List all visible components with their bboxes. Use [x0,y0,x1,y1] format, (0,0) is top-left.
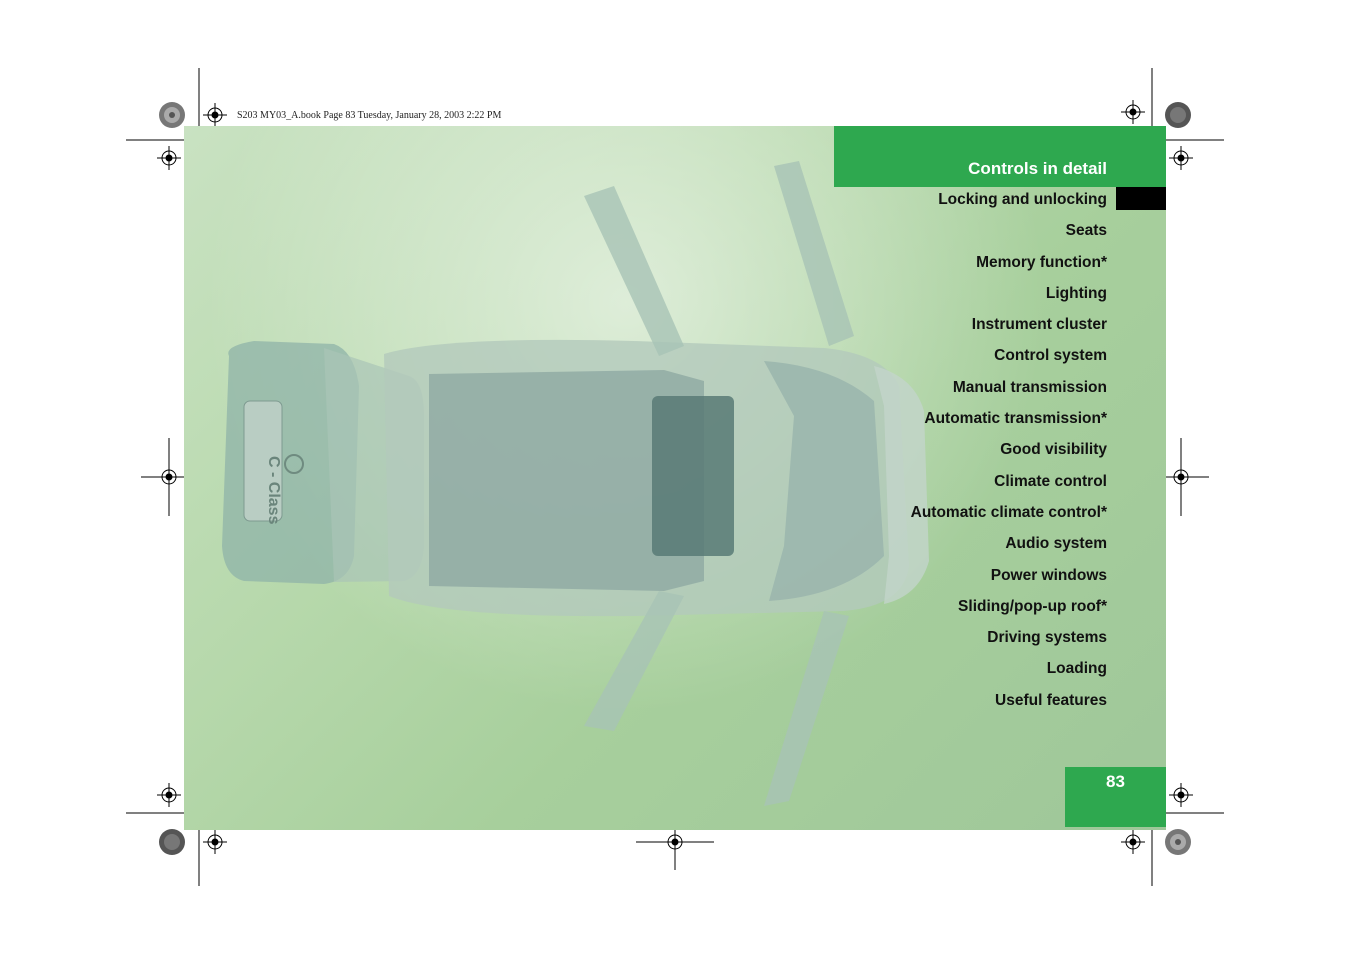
section-title: Controls in detail [968,159,1107,178]
toc-item-audio-system[interactable]: Audio system [1005,535,1107,553]
toc-item-good-visibility[interactable]: Good visibility [1000,441,1107,459]
toc-item-memory-function[interactable]: Memory function* [976,253,1107,271]
toc-item-automatic-climate-control[interactable]: Automatic climate control* [910,503,1107,521]
toc-item-seats[interactable]: Seats [1065,222,1107,240]
car-top-view-photo: C - Class [184,126,1166,830]
toc-item-driving-systems[interactable]: Driving systems [987,629,1107,647]
mercedes-star-icon [284,454,304,474]
toc-item-automatic-transmission[interactable]: Automatic transmission* [924,410,1107,428]
section-header: Controls in detail [834,126,1166,187]
print-slug: S203 MY03_A.book Page 83 Tuesday, Januar… [237,110,502,121]
chapter-marker [1116,187,1166,210]
toc-item-power-windows[interactable]: Power windows [990,566,1107,584]
page-number-box: 83 [1065,767,1166,827]
toc-item-manual-transmission[interactable]: Manual transmission [952,378,1107,396]
toc-item-useful-features[interactable]: Useful features [995,691,1107,709]
toc-item-lighting[interactable]: Lighting [1045,284,1107,302]
badge-text: C - Class [265,456,282,525]
page-number: 83 [1106,772,1125,791]
table-of-contents: Locking and unlocking Seats Memory funct… [911,189,1107,721]
color-wheel-icon [159,102,1191,855]
toc-item-climate-control[interactable]: Climate control [994,472,1107,490]
toc-item-locking[interactable]: Locking and unlocking [938,191,1107,208]
toc-item-sliding-roof[interactable]: Sliding/pop-up roof* [958,597,1107,615]
toc-item-instrument-cluster[interactable]: Instrument cluster [971,316,1107,334]
toc-item-control-system[interactable]: Control system [994,347,1107,365]
toc-item-loading[interactable]: Loading [1046,660,1107,678]
